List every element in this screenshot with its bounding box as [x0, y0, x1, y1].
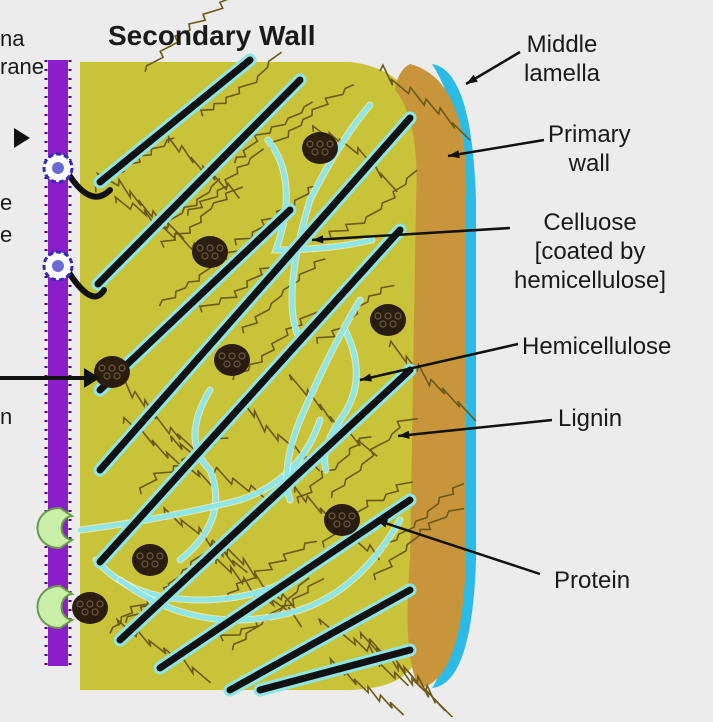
protein-blob	[132, 544, 168, 576]
protein-blob	[94, 356, 130, 388]
label-line: wall	[548, 149, 631, 178]
diagram-title: Secondary Wall	[108, 20, 315, 52]
cut-label-fragment: na	[0, 26, 24, 52]
cut-label-fragment: n	[0, 404, 12, 430]
label-line: hemicellulose]	[514, 266, 666, 295]
protein-blob	[370, 304, 406, 336]
protein-blob	[192, 236, 228, 268]
label-line: Primary	[548, 120, 631, 149]
label-protein: Protein	[554, 566, 630, 595]
synthase-complex	[44, 252, 72, 280]
leader-arrowhead	[466, 75, 478, 84]
label-line: [coated by	[514, 237, 666, 266]
cut-label-fragment: e	[0, 222, 12, 248]
protein-blob	[214, 344, 250, 376]
protein-blob	[324, 504, 360, 536]
label-line: Protein	[554, 566, 630, 595]
label-line: Hemicellulose	[522, 332, 671, 361]
label-hemicellulose: Hemicellulose	[522, 332, 671, 361]
plasma-membrane	[46, 60, 70, 666]
label-primary-wall: Primary wall	[548, 120, 631, 178]
synthase-complex	[44, 154, 72, 182]
label-cellulose: Celluose [coated by hemicellulose]	[514, 208, 666, 295]
label-middle-lamella: Middle lamella	[524, 30, 600, 88]
cut-label-fragment: rane	[0, 54, 44, 80]
protein-blob	[302, 132, 338, 164]
label-line: Middle	[524, 30, 600, 59]
protein-blob	[72, 592, 108, 624]
label-line: Lignin	[558, 404, 622, 433]
label-line: Celluose	[514, 208, 666, 237]
label-line: lamella	[524, 59, 600, 88]
cut-label-fragment: e	[0, 190, 12, 216]
label-lignin: Lignin	[558, 404, 622, 433]
